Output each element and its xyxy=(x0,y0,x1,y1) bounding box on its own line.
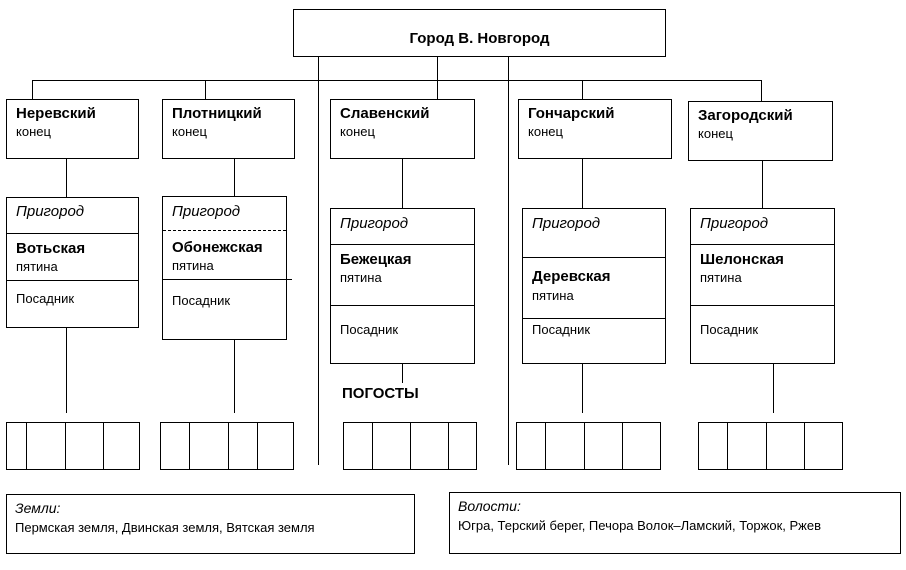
pogosty-label: ПОГОСТЫ xyxy=(342,385,419,402)
posadnik-label: Посадник xyxy=(700,322,759,337)
prigorod-label: Пригород xyxy=(700,215,769,232)
pogost-group xyxy=(698,422,843,470)
pyatina-name: Вотьская xyxy=(16,240,86,257)
volosti-box: Волости: Югра, Терский берег, Печора Вол… xyxy=(449,492,901,554)
divider xyxy=(7,233,138,234)
end-sub: конец xyxy=(172,124,207,139)
end-sub: конец xyxy=(340,124,375,139)
end-box-slavensky: Славенский конец xyxy=(330,99,475,159)
pyatina-sub: пятина xyxy=(532,288,574,303)
volosti-text: Югра, Терский берег, Печора Волок–Ламски… xyxy=(458,518,821,533)
posadnik-label: Посадник xyxy=(532,322,591,337)
pyatina-name: Деревская xyxy=(532,268,611,285)
pyatina-name: Шелонская xyxy=(700,251,784,268)
end-sub: конец xyxy=(16,124,51,139)
pogost-group xyxy=(6,422,140,470)
end-name: Славенский xyxy=(340,105,430,122)
divider xyxy=(163,230,286,231)
pyatina-sub: пятина xyxy=(700,270,742,285)
divider xyxy=(7,280,138,281)
root-box: Город В. Новгород xyxy=(293,9,666,57)
zemli-text: Пермская земля, Двинская земля, Вятская … xyxy=(15,520,315,535)
pyatina-box-obonezhskaya: Пригород Обонежская пятина Посадник xyxy=(162,196,292,340)
end-sub: конец xyxy=(698,126,733,141)
divider xyxy=(691,244,834,245)
divider xyxy=(331,305,474,306)
end-sub: конец xyxy=(528,124,563,139)
end-box-plotnitsky: Плотницкий конец xyxy=(162,99,295,159)
end-name: Гончарский xyxy=(528,105,615,122)
end-name: Неревский xyxy=(16,105,96,122)
prigorod-label: Пригород xyxy=(340,215,409,232)
pyatina-box-shelonskaya: Пригород Шелонская пятина Посадник xyxy=(690,208,835,364)
root-label: Город В. Новгород xyxy=(409,30,550,47)
volosti-title: Волости: xyxy=(458,498,521,514)
divider xyxy=(163,279,292,280)
end-name: Плотницкий xyxy=(172,105,262,122)
prigorod-label: Пригород xyxy=(532,215,601,232)
zemli-box: Земли: Пермская земля, Двинская земля, В… xyxy=(6,494,415,554)
posadnik-label: Посадник xyxy=(340,322,399,337)
posadnik-label: Посадник xyxy=(16,291,75,306)
pyatina-sub: пятина xyxy=(172,258,214,273)
pyatina-box-votskaya: Пригород Вотьская пятина Посадник xyxy=(6,197,139,328)
prigorod-label: Пригород xyxy=(16,203,85,220)
pogost-group xyxy=(516,422,661,470)
pogost-group xyxy=(160,422,294,470)
pyatina-sub: пятина xyxy=(340,270,382,285)
posadnik-label: Посадник xyxy=(172,293,231,308)
end-box-zagorodsky: Загородский конец xyxy=(688,101,833,161)
zemli-title: Земли: xyxy=(15,500,61,516)
divider xyxy=(523,257,665,258)
end-box-nerevsky: Неревский конец xyxy=(6,99,139,159)
end-box-goncharsky: Гончарский конец xyxy=(518,99,672,159)
divider xyxy=(331,244,474,245)
pyatina-sub: пятина xyxy=(16,259,58,274)
prigorod-label: Пригород xyxy=(172,203,241,220)
divider xyxy=(691,305,834,306)
pyatina-name: Обонежская xyxy=(172,239,263,256)
pyatina-box-bezhetskaya: Пригород Бежецкая пятина Посадник xyxy=(330,208,475,364)
pyatina-name: Бежецкая xyxy=(340,251,412,268)
end-name: Загородский xyxy=(698,107,793,124)
divider xyxy=(523,318,665,319)
pyatina-box-derevskaya: Пригород Деревская пятина Посадник xyxy=(522,208,666,364)
